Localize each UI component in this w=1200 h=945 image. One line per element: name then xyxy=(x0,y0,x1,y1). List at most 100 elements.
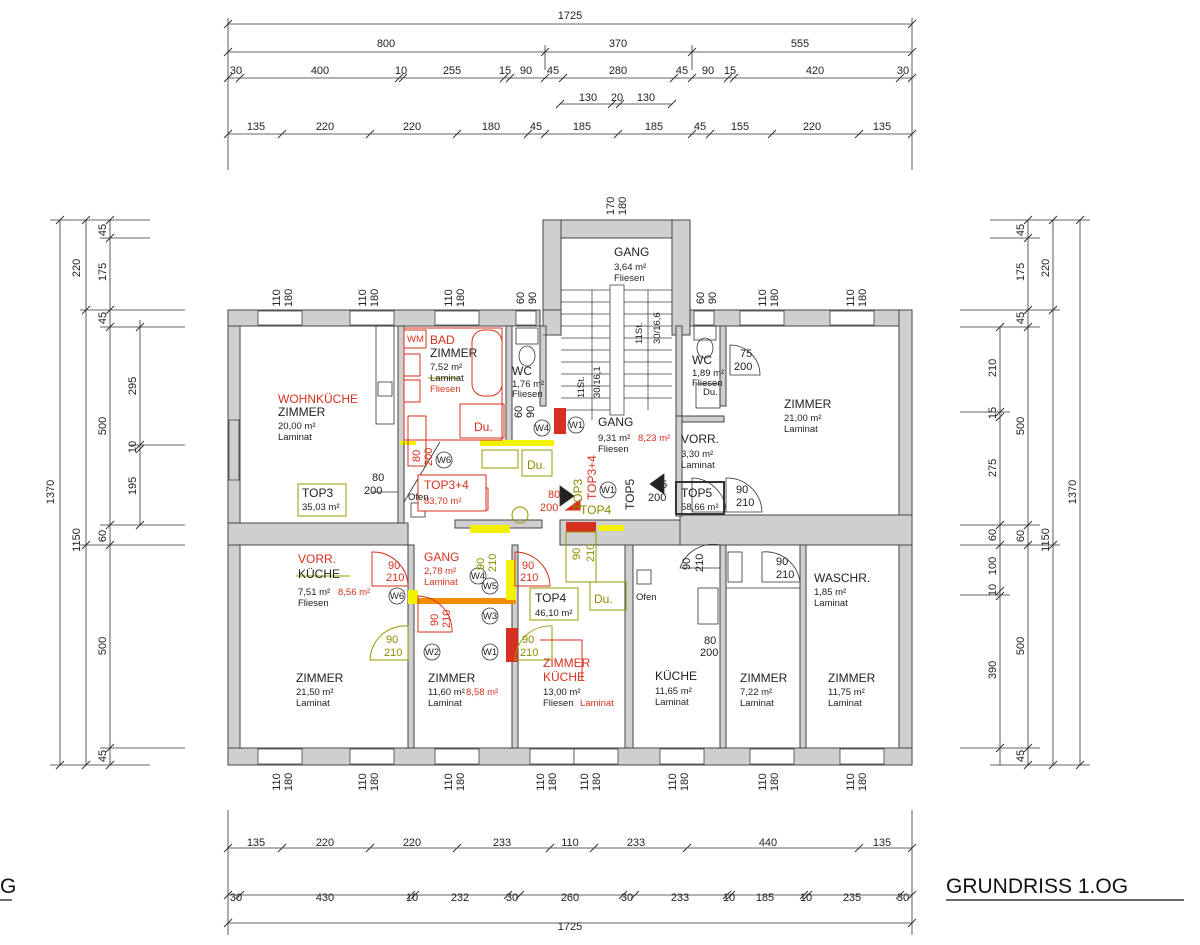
room-floor-new: Fliesen xyxy=(430,384,461,395)
dim-label: 220 xyxy=(71,259,83,277)
wall-marker: W1 xyxy=(569,420,583,431)
misc-labels: Du. Du. Du. Ofen Ofen 11St. 30/16,1 11St… xyxy=(408,312,663,606)
red-lines xyxy=(371,327,583,680)
door-height: 90 xyxy=(525,406,537,418)
room-floor: Laminat xyxy=(814,598,848,609)
dim-label: 180 xyxy=(769,773,781,791)
dim-label: 15 xyxy=(724,65,736,77)
unit-area: 83,70 m² xyxy=(424,496,462,507)
dim-label: 110 xyxy=(579,773,591,791)
dim-label: 110 xyxy=(667,773,679,791)
dim-label: 30 xyxy=(897,65,909,77)
dim-bottom-row2: 30 430 10 232 30 260 30 233 10 185 10 23… xyxy=(230,892,909,904)
room-name: GANG xyxy=(598,415,633,429)
dim-label: 10 xyxy=(800,892,812,904)
dim-label: 185 xyxy=(645,121,663,133)
dim-label: 110 xyxy=(443,289,455,307)
door-height: 200 xyxy=(540,502,558,514)
room-area: 20,00 m² xyxy=(278,421,316,432)
door-width: 80 xyxy=(704,635,716,647)
room-name: KÜCHE xyxy=(655,669,697,683)
room-area: 1,89 m² xyxy=(692,368,724,379)
dim-label: 180 xyxy=(369,289,381,307)
drawing-title-fragment: G xyxy=(0,875,16,898)
door-height: 210 xyxy=(694,554,706,572)
room-floor: Laminat xyxy=(430,373,464,384)
door-width: 60 xyxy=(513,406,525,418)
room-name: ZIMMER xyxy=(428,671,476,685)
wall-markers xyxy=(388,416,617,661)
dim-label: 130 xyxy=(579,92,597,104)
window-dims-bottom: 110 180 110 180 110 180 110 180 110 180 … xyxy=(271,773,869,791)
dim-bottom-total: 1725 xyxy=(558,921,582,933)
door-height: 200 xyxy=(648,492,666,504)
dim-label: 220 xyxy=(316,837,334,849)
door-height: 200 xyxy=(734,361,752,373)
room-area-new: 8,56 m² xyxy=(338,587,370,598)
unit-area: 35,03 m² xyxy=(302,502,340,513)
dim-label: 555 xyxy=(791,38,809,50)
room-area: 13,00 m² xyxy=(543,687,581,698)
dim-label: 45 xyxy=(97,312,109,324)
dim-label: 90 xyxy=(520,65,532,77)
room-zimmer-r1: ZIMMER 7,22 m² Laminat xyxy=(740,671,788,709)
room-kueche-r: KÜCHE 11,65 m² Laminat xyxy=(655,669,697,708)
room-floor: Laminat xyxy=(424,577,458,588)
unit-top4: TOP4 46,10 m² xyxy=(529,587,579,621)
top4-ghost-label: TOP4 xyxy=(580,503,611,517)
door-labels: 80 200 80 200 85 200 90 210 75 200 80 20… xyxy=(364,348,794,659)
dim-label: 1150 xyxy=(71,528,83,552)
dim-label: 100 xyxy=(987,557,999,575)
door-width: 75 xyxy=(740,348,752,360)
wall-marker: W4 xyxy=(471,571,485,582)
dim-label: 135 xyxy=(247,121,265,133)
door-height: 210 xyxy=(520,572,538,584)
dim-label: 10 xyxy=(723,892,735,904)
dim-label: 15 xyxy=(499,65,511,77)
wall-marker: W3 xyxy=(483,611,497,622)
dim-label: 110 xyxy=(535,773,547,791)
room-area: 11,65 m² xyxy=(655,686,692,697)
room-waschr: WASCHR. 1,85 m² Laminat xyxy=(814,571,870,609)
dim-label: 220 xyxy=(316,121,334,133)
dim-label: 370 xyxy=(609,38,627,50)
door-width: 80 xyxy=(548,489,560,501)
room-zimmer-r2: ZIMMER 11,75 m² Laminat xyxy=(828,671,876,709)
unit-name: TOP3+4 xyxy=(424,478,469,492)
dim-label: 60 xyxy=(987,529,999,541)
room-name: ZIMMER xyxy=(543,656,591,670)
dim-label: 440 xyxy=(759,837,777,849)
room-name: ZIMMER xyxy=(828,671,876,685)
dim-label: 30 xyxy=(506,892,518,904)
dim-label: 60 xyxy=(695,292,707,304)
door-height: 210 xyxy=(441,610,453,628)
door-width: 90 xyxy=(681,558,693,570)
dim-label: 10 xyxy=(987,584,999,596)
wall-changes xyxy=(400,408,624,662)
room-name: ZIMMER xyxy=(296,671,344,685)
room-name: ZIMMER xyxy=(740,671,788,685)
room-zimmer-bl: ZIMMER 21,50 m² Laminat xyxy=(296,671,344,709)
room-vorr-l: VORR. KÜCHE 7,51 m² 8,56 m² Fliesen xyxy=(298,552,370,609)
room-area: 1,85 m² xyxy=(814,587,846,598)
dim-label: 210 xyxy=(987,359,999,377)
door-height: 210 xyxy=(384,647,402,659)
drawing-title: GRUNDRISS 1.OG xyxy=(946,875,1128,898)
dim-label: 30 xyxy=(897,892,909,904)
dim-label: 1150 xyxy=(1040,528,1052,552)
dim-label: 60 xyxy=(515,292,527,304)
dim-label: 180 xyxy=(857,773,869,791)
top3-vertical-label: TOP3 xyxy=(571,479,585,510)
staircase xyxy=(543,284,672,420)
wall-marker: W6 xyxy=(390,591,404,602)
stair-label: 30/16,1 xyxy=(592,366,603,398)
dim-label: 110 xyxy=(271,289,283,307)
room-floor: Laminat xyxy=(296,698,330,709)
dim-label: 10 xyxy=(395,65,407,77)
dim-label: 90 xyxy=(702,65,714,77)
ofen-label: Ofen xyxy=(408,492,429,503)
du-label: Du. xyxy=(594,592,613,606)
dim-label: 233 xyxy=(627,837,645,849)
olive-lines xyxy=(296,377,627,661)
